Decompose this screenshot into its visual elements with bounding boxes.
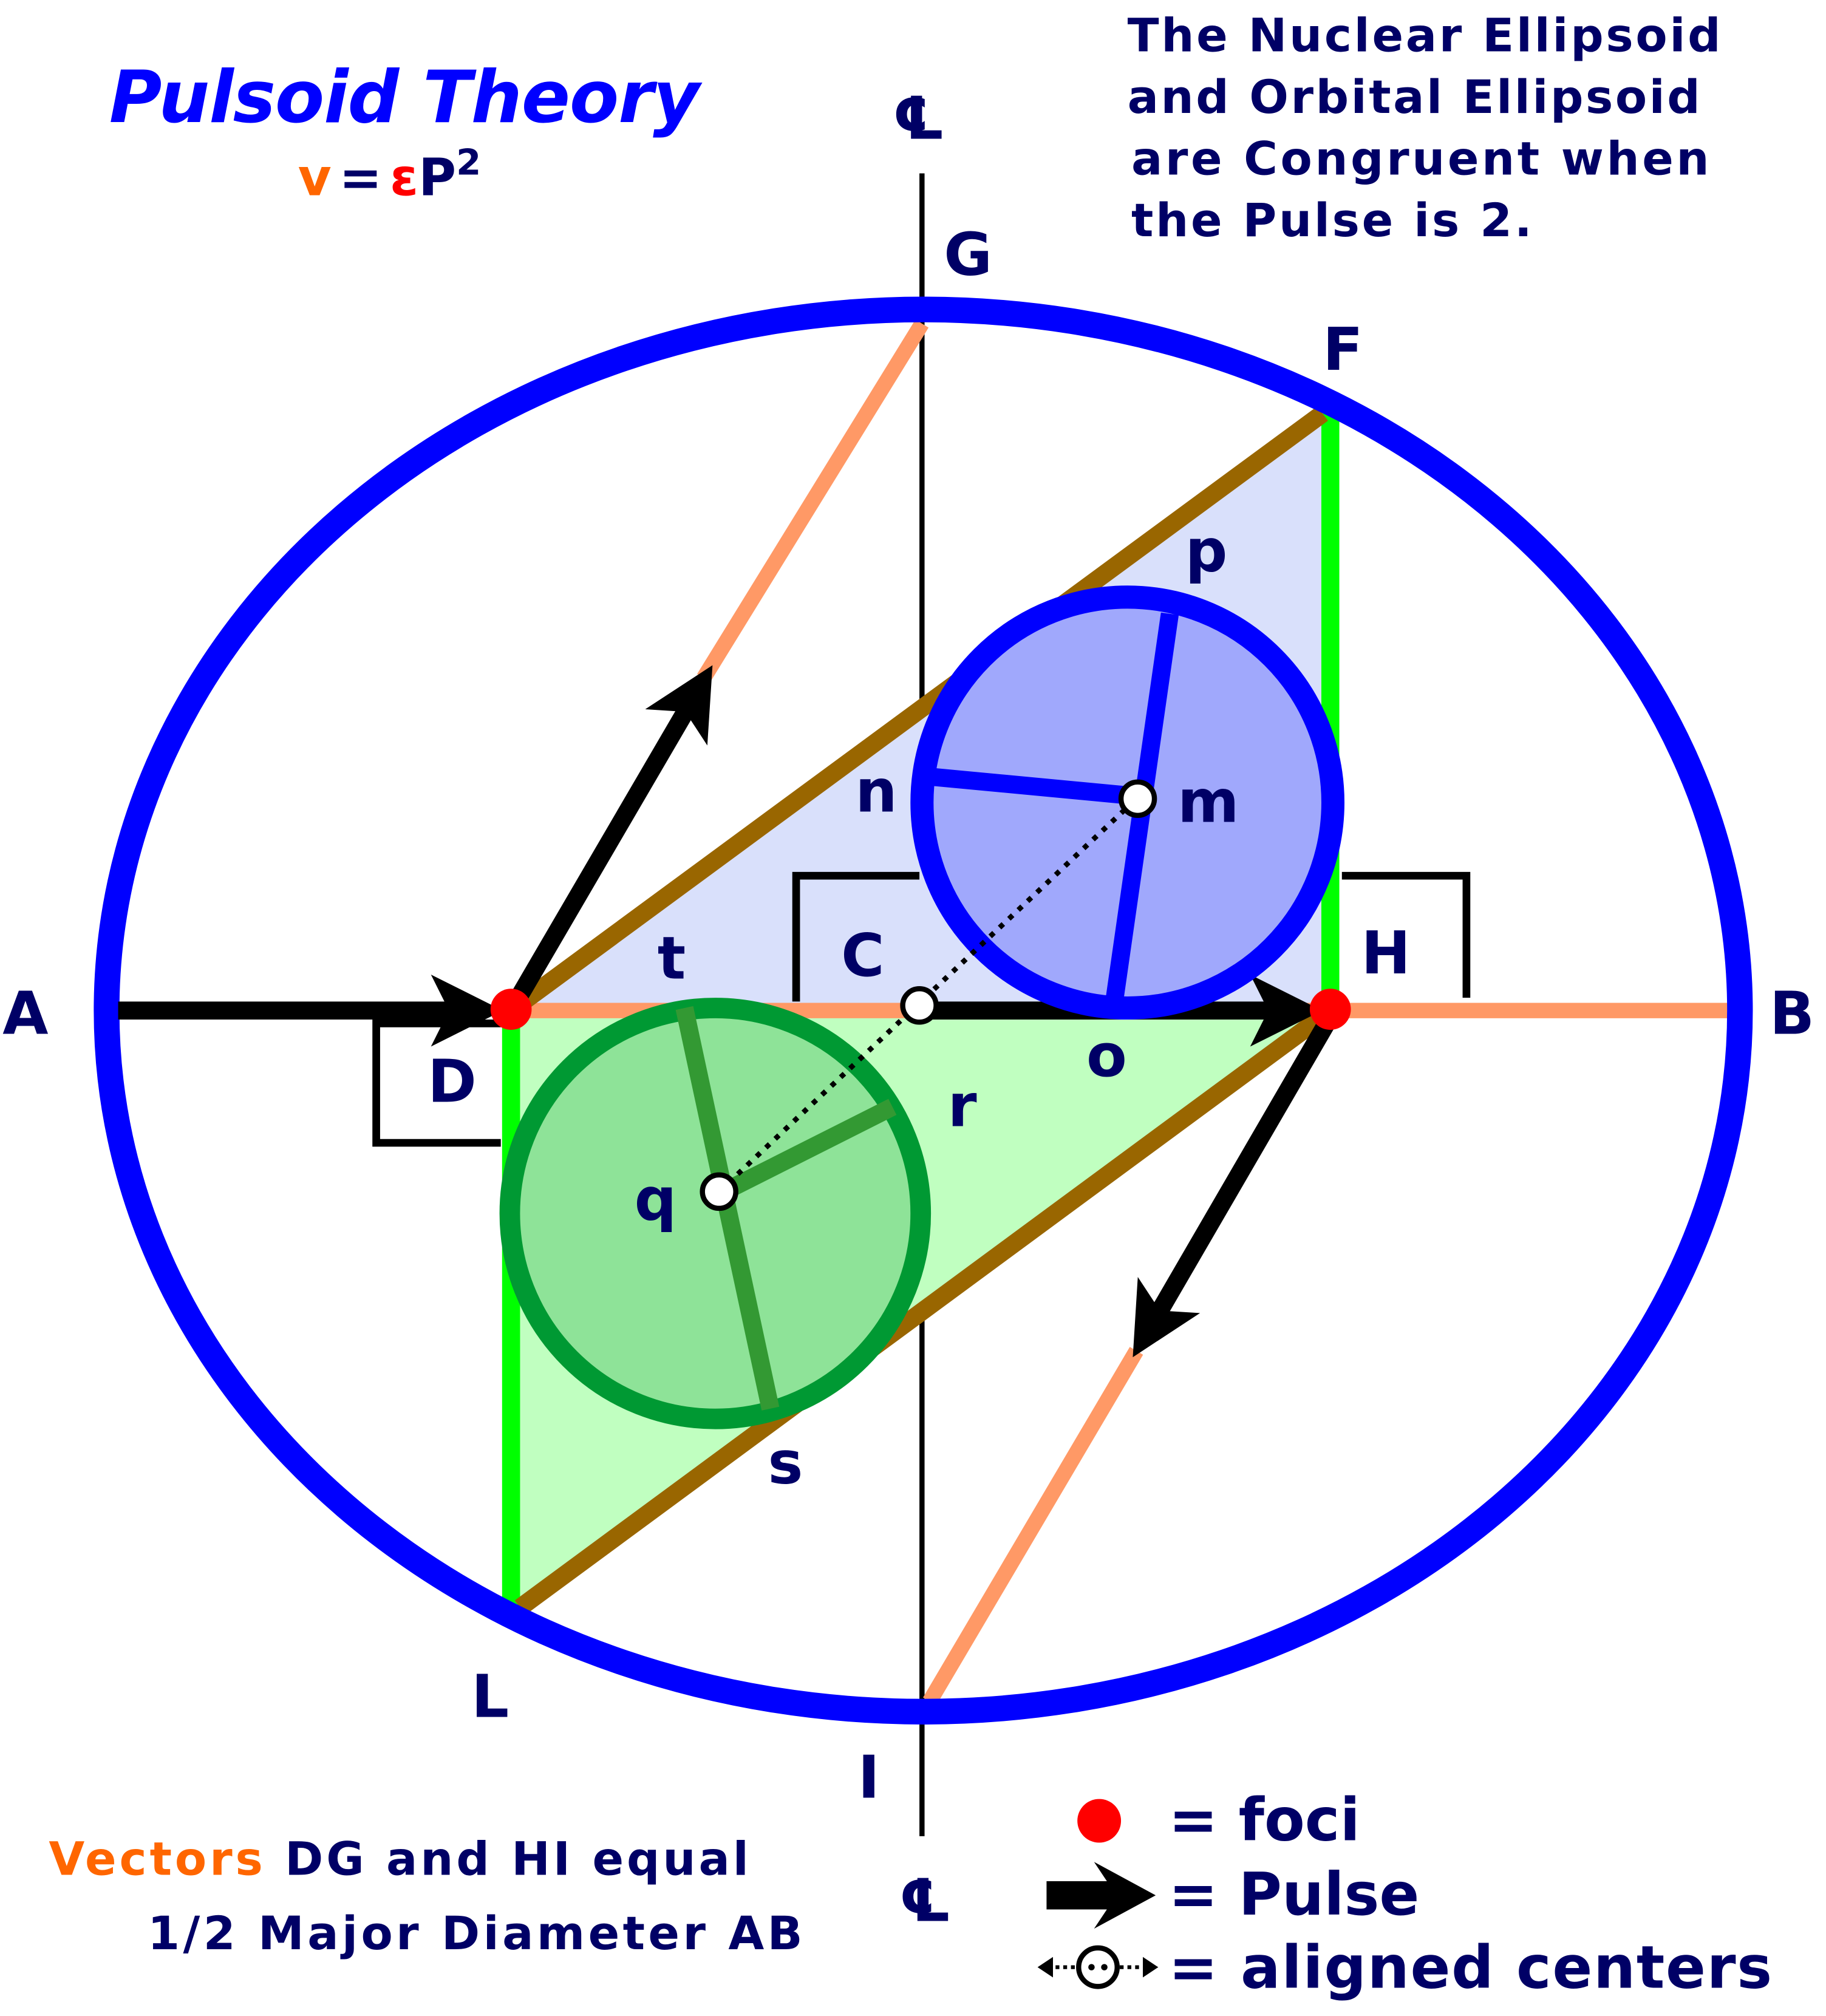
aligned-centers-icon (1037, 1945, 1159, 1989)
nuclear-circle-green (499, 998, 932, 1429)
footnote-line-1-rest: DG and HI equal (266, 1831, 749, 1885)
blue-spoke-horizontal (931, 768, 1137, 805)
vector-dg (697, 319, 929, 683)
label-r: r (948, 1072, 977, 1140)
label-i: I (858, 1743, 880, 1811)
label-q: q (635, 1165, 677, 1234)
center-marker-c (900, 986, 939, 1025)
pulse-arrow-h-down (1133, 1012, 1338, 1358)
pulse-arrow-d-up (508, 665, 713, 1006)
legend-foci-label: = foci (1168, 1785, 1360, 1854)
center-marker-q (700, 1172, 738, 1211)
label-h: H (1361, 919, 1411, 987)
label-p: p (1185, 517, 1228, 585)
label-t: t (658, 924, 686, 992)
orbital-ellipse (94, 296, 1753, 1725)
arrow-icon (1046, 1862, 1156, 1929)
footnote-line-1: Vectors DG and HI equal (49, 1831, 748, 1885)
legend-aligned-centers-label: = aligned centers (1168, 1933, 1772, 2001)
label-g: G (944, 220, 992, 289)
vector-hi (923, 1347, 1143, 1706)
label-b: B (1770, 979, 1814, 1047)
line-lh (514, 1003, 1336, 1615)
red-dot-icon (1077, 1799, 1122, 1843)
label-d: D (428, 1047, 477, 1115)
label-c: C (841, 921, 884, 990)
formula-epsilon: ε (390, 147, 418, 207)
legend-pulse-label: = Pulse (1168, 1860, 1419, 1929)
label-s: s (768, 1428, 803, 1497)
footnote-line-2: 1/2 Major Diameter AB (148, 1906, 802, 1960)
line-df (505, 406, 1328, 1018)
label-f: F (1323, 315, 1363, 384)
formula-p: P (418, 147, 456, 207)
footnote-vectors-word: Vectors (49, 1831, 262, 1885)
right-angle-h (1341, 871, 1471, 998)
label-m: m (1177, 767, 1239, 836)
label-l: L (471, 1662, 509, 1731)
formula-v: v (298, 147, 332, 207)
statement-line-4: the Pulse is 2. (1131, 193, 1532, 247)
formula: v=εP2 (298, 141, 482, 208)
centerline-symbol-bottom: ℄ (899, 1866, 952, 1935)
diagram-title: Pulsoid Theory (109, 55, 703, 139)
label-n: n (855, 757, 897, 825)
centerline-symbol-top: ℄ (893, 84, 945, 152)
right-angle-c (792, 871, 920, 1002)
statement-line-2: and Orbital Ellipsoid (1128, 70, 1700, 124)
focus-h (1309, 989, 1351, 1030)
center-marker-m (1118, 779, 1157, 819)
focus-d (490, 989, 532, 1030)
green-spoke-short (715, 1098, 897, 1202)
legend: = foci = Pulse = aligned centers (1037, 1785, 1772, 2001)
formula-exponent: 2 (456, 141, 481, 183)
statement-line-1: The Nuclear Ellipsoid (1128, 9, 1721, 63)
formula-eq: = (339, 147, 382, 207)
statement-line-3: are Congruent when (1131, 132, 1709, 186)
label-o: o (1086, 1021, 1127, 1090)
label-a: A (2, 979, 48, 1047)
